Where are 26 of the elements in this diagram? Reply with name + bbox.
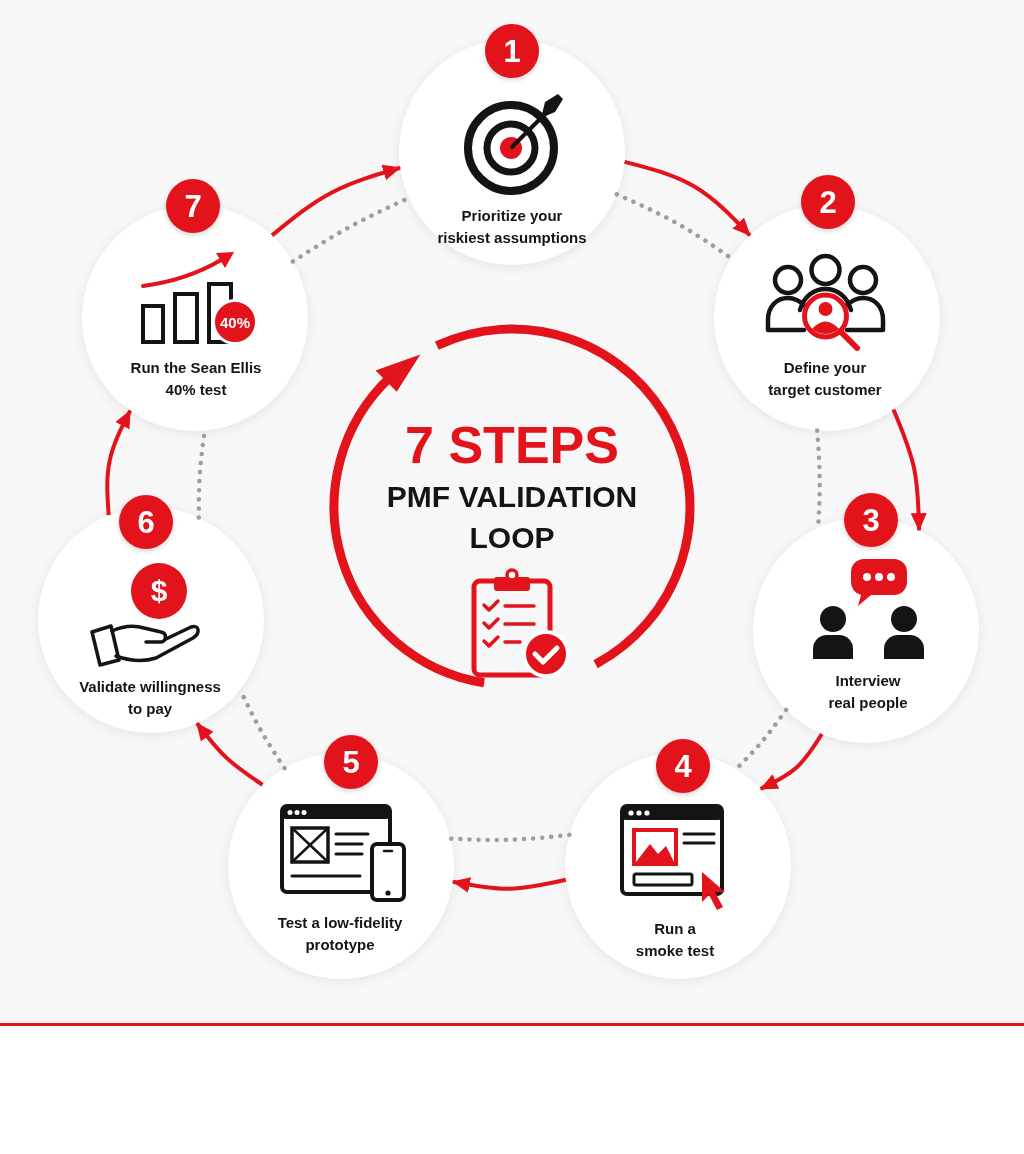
curved-arrow bbox=[451, 877, 567, 893]
curved-arrow bbox=[105, 409, 132, 516]
dotted-connector bbox=[448, 832, 572, 843]
curved-arrow bbox=[624, 159, 752, 237]
step-caption: Interview real people bbox=[827, 671, 909, 713]
curved-arrow bbox=[195, 722, 264, 787]
dollar-coin: $ bbox=[131, 563, 187, 619]
step-caption: Run the Sean Ellis 40% test bbox=[129, 358, 263, 400]
curved-arrow bbox=[891, 408, 927, 532]
step-caption: Test a low-fidelity prototype bbox=[276, 913, 404, 955]
step-number: 5 bbox=[324, 735, 378, 789]
step-number: 2 bbox=[801, 175, 855, 229]
step-number: 4 bbox=[656, 739, 710, 793]
step-number: 6 bbox=[119, 495, 173, 549]
step-caption: Prioritize your riskiest assumptions bbox=[436, 206, 588, 248]
percent-tag: 40% bbox=[212, 299, 258, 345]
step-caption: Validate willingness to pay bbox=[78, 677, 222, 719]
headline: 7 STEPS bbox=[404, 415, 620, 475]
step-number: 3 bbox=[844, 493, 898, 547]
step-caption: Run a smoke test bbox=[634, 919, 716, 961]
curved-arrow bbox=[270, 164, 402, 237]
step-caption: Define your target customer bbox=[767, 358, 883, 400]
curved-arrow bbox=[759, 732, 824, 791]
step-number: 7 bbox=[166, 179, 220, 233]
step-number: 1 bbox=[485, 24, 539, 78]
subheadline: PMF VALIDATION LOOP bbox=[385, 479, 639, 556]
